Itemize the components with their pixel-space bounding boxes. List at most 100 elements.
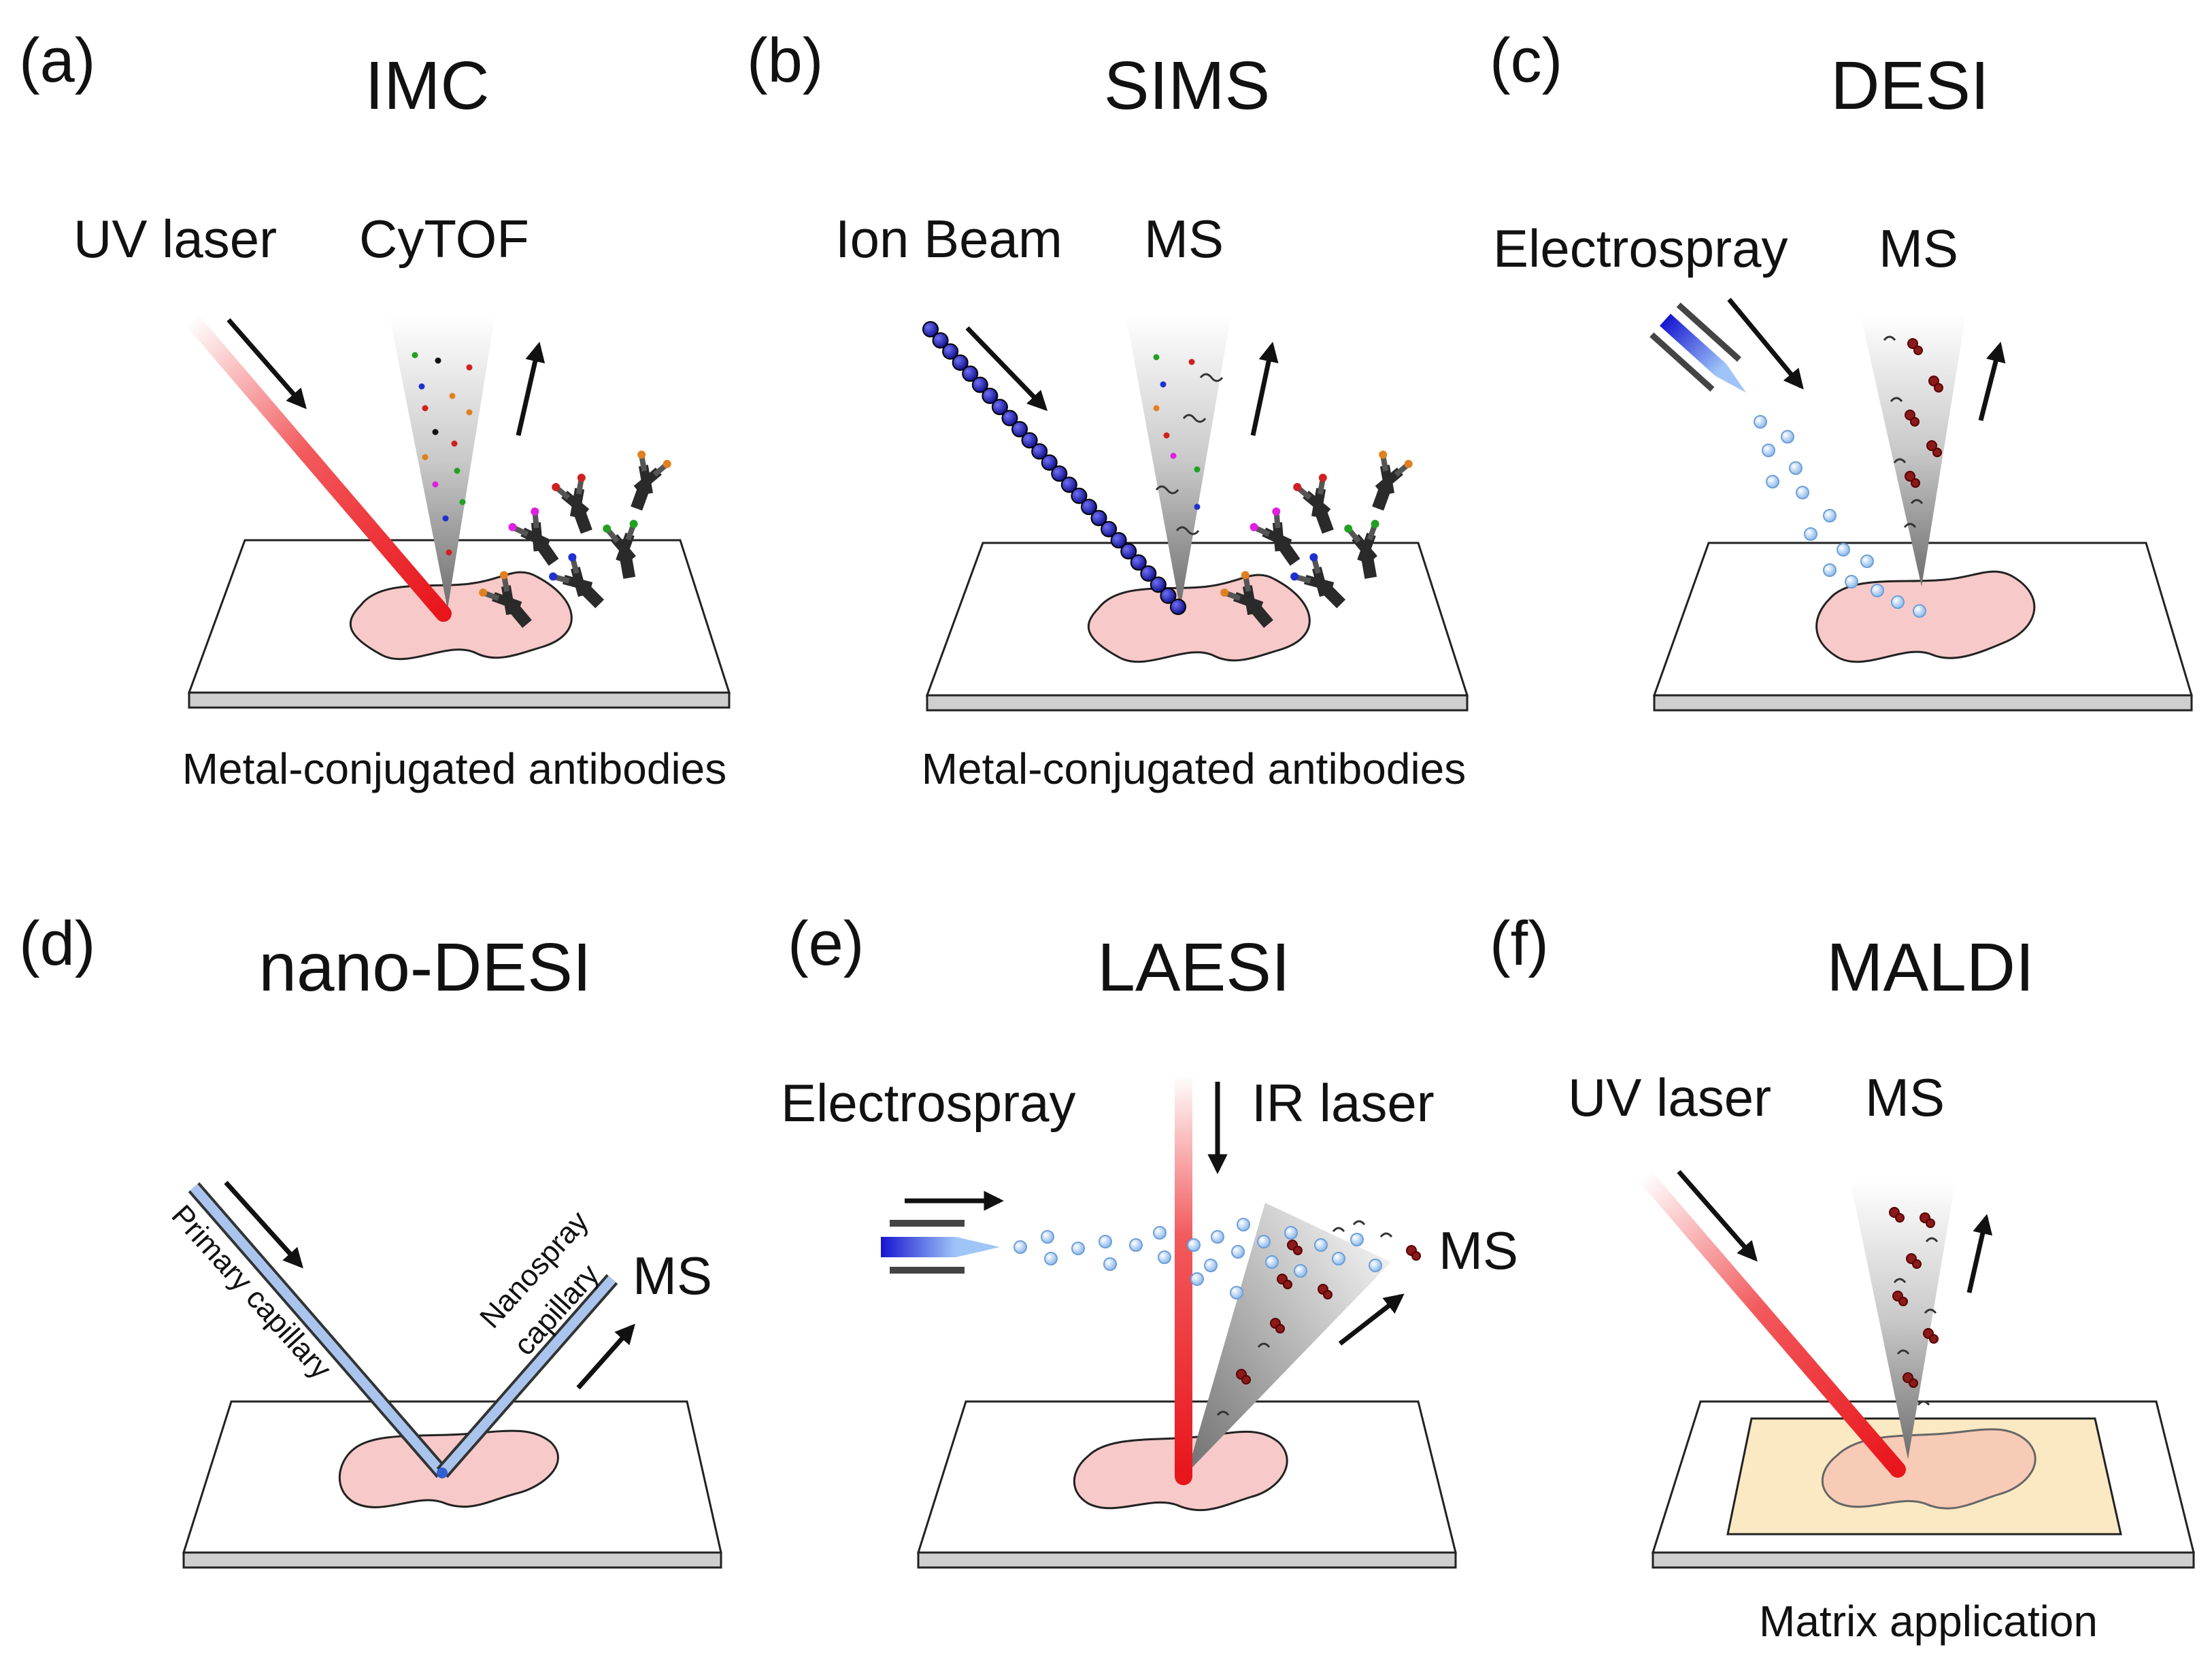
- detector-label: MS: [1144, 209, 1224, 269]
- arrow-out: [1966, 1214, 1993, 1293]
- ion-bead: [1021, 432, 1038, 449]
- analyte-fragments: [1883, 335, 1924, 528]
- panel-title: MALDI: [1826, 929, 2034, 1006]
- tissue-section: [349, 571, 573, 661]
- ion-beam: [922, 321, 1186, 615]
- detector-label: MS: [1865, 1067, 1945, 1127]
- antibodies: [1220, 450, 1413, 634]
- ion-bead: [932, 332, 949, 349]
- capillary-junction: [437, 1468, 448, 1478]
- glass-slide: [1652, 1551, 2195, 1569]
- tissue-section: [1815, 570, 2036, 663]
- electrospray-emitter: [1649, 302, 1746, 393]
- primary-capillary-label: Primary capillary: [165, 1199, 338, 1385]
- arrow-in: [1727, 297, 1804, 390]
- ion-bead: [962, 365, 979, 382]
- laser-label: IR laser: [1252, 1073, 1435, 1133]
- ion-bead: [1060, 476, 1077, 493]
- detector-label: CyTOF: [359, 209, 529, 269]
- arrow-out: [1250, 342, 1279, 436]
- panel-title: nano-DESI: [258, 929, 591, 1006]
- primary-capillary: [188, 1182, 448, 1478]
- panel-letter: (c): [1490, 26, 1562, 95]
- ion-bead: [1090, 510, 1107, 527]
- ion-bead: [922, 321, 939, 337]
- panel-letter: (b): [747, 26, 823, 95]
- panel-a: (a) IMC UV laser CyTOF: [19, 26, 731, 793]
- glass-slide: [1653, 694, 2193, 712]
- ion-bead: [1101, 520, 1118, 537]
- ion-bead: [1120, 543, 1137, 560]
- arrow-out: [1338, 1293, 1405, 1346]
- ion-fragments: [1153, 354, 1224, 535]
- ion-dots: [412, 352, 473, 556]
- ion-bead: [991, 399, 1008, 416]
- ion-plume: [1187, 1203, 1391, 1473]
- ion-bead: [971, 376, 988, 393]
- arrow-out: [576, 1323, 635, 1390]
- ion-bead: [1011, 420, 1028, 437]
- analyte-ions: [1236, 1240, 1421, 1385]
- ion-bead: [1001, 410, 1018, 427]
- ion-bead: [1110, 532, 1127, 549]
- panel-letter: (d): [19, 909, 95, 978]
- glass-slide: [926, 694, 1469, 712]
- analyte-fragments: [1216, 1220, 1393, 1416]
- laser-beam: [1637, 1167, 1906, 1478]
- nanospray-capillary: [436, 1274, 618, 1478]
- panel-letter: (e): [788, 909, 864, 978]
- spray-droplets: [1754, 415, 1926, 618]
- detector-label: MS: [633, 1246, 712, 1306]
- tissue-section: [1087, 574, 1311, 663]
- ion-plume: [1126, 314, 1231, 609]
- caption: Metal-conjugated antibodies: [182, 744, 727, 793]
- source-label: Electrospray: [1493, 218, 1788, 278]
- laser-beam: [184, 312, 452, 622]
- detector-label: MS: [1879, 218, 1958, 278]
- panel-c: (c) DESI Electrospray MS: [1490, 26, 2194, 712]
- analyte-ions: [1889, 1207, 1939, 1388]
- source-label: Electrospray: [781, 1073, 1076, 1133]
- electrospray-emitter: [881, 1220, 1000, 1274]
- spray-droplets: [1013, 1218, 1382, 1299]
- arrow-out: [1978, 342, 2006, 421]
- caption: Metal-conjugated antibodies: [922, 744, 1467, 793]
- panel-title: LAESI: [1097, 929, 1290, 1006]
- glass-slide: [182, 1551, 722, 1569]
- ion-bead: [1160, 587, 1177, 604]
- panel-e: (e) LAESI Electrospray IR laser: [781, 909, 1518, 1569]
- panel-title: SIMS: [1104, 48, 1270, 124]
- ion-plume: [389, 314, 495, 609]
- ion-plume: [1850, 1180, 1956, 1459]
- analyte-ions: [1905, 338, 1943, 488]
- ion-plume: [1860, 314, 1966, 586]
- ion-bead: [1150, 576, 1167, 593]
- arrow-out: [516, 342, 546, 436]
- arrow-in: [965, 326, 1048, 412]
- antibodies: [479, 450, 671, 634]
- source-label: UV laser: [1568, 1067, 1771, 1127]
- arrow-in: [227, 318, 307, 410]
- ion-bead: [1041, 454, 1058, 471]
- source-label: UV laser: [73, 209, 277, 269]
- ion-bead: [1140, 565, 1157, 582]
- analyte-fragments: [1893, 1237, 1939, 1406]
- caption: Matrix application: [1759, 1597, 2098, 1646]
- panel-letter: (f): [1490, 909, 1549, 978]
- ion-bead: [1051, 465, 1068, 482]
- ion-bead: [1130, 554, 1147, 571]
- panel-letter: (a): [19, 26, 95, 95]
- panel-title: DESI: [1830, 48, 1989, 124]
- ion-bead: [942, 343, 959, 360]
- ion-bead: [982, 387, 999, 404]
- arrow-in: [224, 1180, 303, 1269]
- glass-slide: [188, 691, 731, 709]
- panel-b: (b) SIMS Ion Beam MS Metal-conjugated an…: [747, 26, 1469, 793]
- panel-f: (f) MALDI UV laser MS Matrix application: [1490, 909, 2195, 1646]
- ion-bead: [952, 354, 969, 371]
- panel-title: IMC: [365, 48, 489, 124]
- arrow-in: [1677, 1170, 1758, 1262]
- ion-bead: [1031, 443, 1048, 460]
- glass-slide: [917, 1551, 1457, 1569]
